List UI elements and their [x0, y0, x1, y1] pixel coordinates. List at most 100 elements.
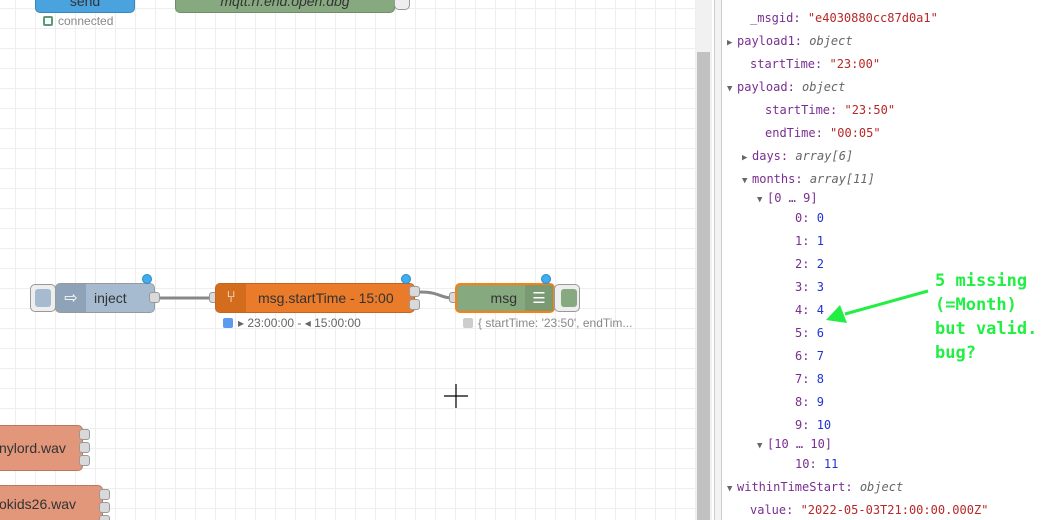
caret-right-icon[interactable]: ▶	[742, 153, 748, 163]
property-value: 6	[816, 326, 824, 340]
output-port[interactable]	[79, 442, 90, 453]
separator: :	[780, 149, 796, 163]
caret-down-icon[interactable]: ▼	[757, 441, 763, 451]
property-key: 8	[795, 395, 803, 409]
send-node-label: send	[69, 0, 101, 9]
array-group-label: [0 … 9]	[767, 191, 818, 205]
debug-tree-row[interactable]: ▼withinTimeStart: object	[727, 479, 903, 497]
debug-tree-row: 1: 1	[795, 233, 824, 249]
debug-tree-row[interactable]: ▶payload1: object	[727, 33, 853, 51]
changed-indicator	[541, 274, 551, 284]
property-value: array[11]	[809, 172, 875, 186]
property-key: payload1	[737, 34, 795, 48]
debug-tree-row[interactable]: ▼ [10 … 10]	[757, 436, 832, 454]
status-dot-icon	[223, 318, 233, 328]
separator: :	[793, 11, 808, 25]
separator: :	[786, 503, 801, 517]
caret-down-icon[interactable]: ▼	[757, 195, 763, 205]
separator: :	[809, 457, 824, 471]
function-output-port-1[interactable]	[409, 286, 420, 297]
debug-tree-row: 5: 6	[795, 325, 824, 341]
debug-node-mqtt-label: mqtt.rf.end.open.dbg	[220, 0, 350, 9]
caret-down-icon[interactable]: ▼	[742, 176, 748, 186]
property-value: 2	[816, 257, 824, 271]
audio-node[interactable]: okids26.wav	[0, 485, 103, 520]
property-value: object	[859, 480, 904, 494]
debug-tree-row[interactable]: ▼ [0 … 9]	[757, 190, 818, 208]
debug-tree-row[interactable]: ▼payload: object	[727, 79, 845, 97]
separator: :	[815, 57, 830, 71]
status-dot-icon	[463, 318, 473, 328]
property-key: 5	[795, 326, 803, 340]
debug-tree-row: 9: 10	[795, 417, 831, 433]
property-value: 0	[816, 211, 824, 225]
property-value: 9	[816, 395, 824, 409]
caret-right-icon[interactable]: ▶	[727, 38, 733, 48]
output-port[interactable]	[99, 502, 110, 513]
separator: :	[802, 303, 817, 317]
property-key: days	[752, 149, 781, 163]
status-ring-icon	[43, 16, 53, 26]
property-key: _msgid	[750, 11, 794, 25]
debug-enable-button[interactable]	[554, 284, 580, 312]
inject-output-port[interactable]	[149, 292, 160, 303]
caret-down-icon[interactable]: ▼	[727, 484, 733, 494]
property-key: 7	[795, 372, 803, 386]
wire	[419, 290, 453, 300]
debug-tree-row: 7: 8	[795, 371, 824, 387]
debug-tree-row: 0: 0	[795, 210, 824, 226]
output-port[interactable]	[79, 455, 90, 466]
property-value: "23:50"	[844, 103, 896, 117]
debug-tree-row[interactable]: ▼months: array[11]	[742, 171, 875, 189]
property-key: 0	[795, 211, 803, 225]
debug-node-msg[interactable]: msg ☰	[455, 283, 555, 313]
debug-tree-row: 2: 2	[795, 256, 824, 272]
property-key: months	[752, 172, 796, 186]
debug-tree-row: endTime: "00:05"	[765, 125, 881, 141]
separator: :	[802, 234, 817, 248]
arrow-right-icon: ⇨	[56, 284, 86, 312]
property-key: withinTimeStart	[737, 480, 846, 494]
property-key: 9	[795, 418, 803, 432]
send-node[interactable]: send	[35, 0, 135, 13]
audio-node[interactable]: nylord.wav	[0, 425, 83, 471]
separator: :	[830, 103, 845, 117]
debug-tree-row: 3: 3	[795, 279, 824, 295]
output-port[interactable]	[99, 515, 110, 520]
property-value: object	[809, 34, 853, 48]
property-value: array[6]	[795, 149, 854, 163]
debug-toggle-button[interactable]	[394, 0, 410, 10]
inject-node[interactable]: ⇨ inject	[55, 283, 155, 313]
caret-down-icon[interactable]: ▼	[727, 84, 733, 94]
sidebar-resize-handle[interactable]	[714, 0, 722, 520]
debug-tree-row: _msgid: "e4030880cc87d0a1"	[750, 10, 938, 26]
property-key: 1	[795, 234, 803, 248]
flow-canvas[interactable]: send connected mqtt.rf.end.open.dbg ⇨ in…	[0, 0, 696, 520]
wires	[160, 290, 468, 408]
property-key: 3	[795, 280, 803, 294]
array-group-label: [10 … 10]	[767, 437, 833, 451]
separator: :	[802, 349, 817, 363]
debug-tree-row[interactable]: ▶ days: array[6]	[742, 148, 853, 166]
function-node[interactable]: ⑂ msg.startTime - 15:00	[215, 283, 415, 313]
separator: :	[802, 326, 817, 340]
output-port[interactable]	[79, 429, 90, 440]
separator: :	[802, 211, 817, 225]
property-value: "e4030880cc87d0a1"	[807, 11, 938, 25]
inject-button[interactable]	[30, 284, 56, 312]
debug-node-status: { startTime: '23:50', endTim...	[463, 316, 632, 330]
property-value: "2022-05-03T21:00:00.000Z"	[800, 503, 989, 517]
output-port[interactable]	[99, 489, 110, 500]
debug-tree-row: startTime: "23:00"	[750, 56, 880, 72]
debug-tree-row: startTime: "23:50"	[765, 102, 895, 118]
canvas-scrollbar-thumb[interactable]	[697, 52, 710, 520]
function-output-port-2[interactable]	[409, 299, 420, 310]
property-key: 4	[795, 303, 803, 317]
property-value: 11	[823, 457, 839, 471]
inject-node-label: inject	[94, 290, 127, 306]
debug-tree-row: 8: 9	[795, 394, 824, 410]
property-key: 6	[795, 349, 803, 363]
separator: :	[802, 257, 817, 271]
separator: :	[802, 372, 817, 386]
property-value: 3	[816, 280, 824, 294]
